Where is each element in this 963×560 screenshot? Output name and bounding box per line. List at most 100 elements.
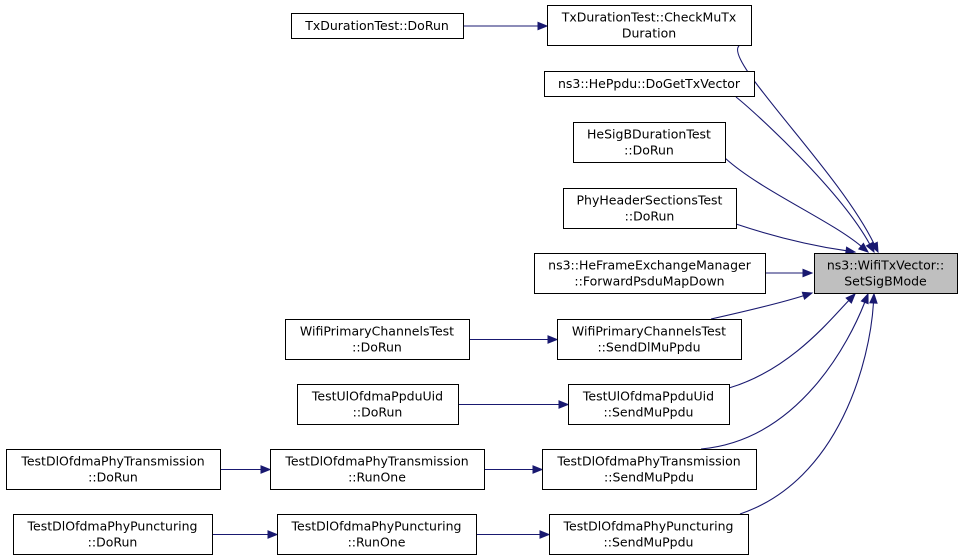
edge-line: [739, 302, 875, 515]
edge-line: [700, 302, 866, 450]
node-label: TestDlOfdmaPhyPuncturing: [291, 519, 462, 534]
node-label: ::DoRun: [352, 340, 402, 355]
edge-line: [724, 157, 862, 247]
edge-heppdu-to-setsigbmode: [735, 96, 875, 254]
node-dltx-runone[interactable]: TestDlOfdmaPhyTransmission::RunOne: [270, 449, 485, 490]
edge-line: [736, 45, 875, 245]
node-label: ::SendDlMuPpdu: [597, 340, 700, 355]
edge-line: [710, 295, 804, 320]
arrowhead-icon: [857, 242, 870, 253]
arrowhead-icon: [547, 335, 559, 344]
edge-wifiprim-send-to-setsigbmode: [710, 291, 814, 320]
node-heframe[interactable]: ns3::HeFrameExchangeManager::ForwardPsdu…: [534, 253, 766, 294]
edge-dltx-send-to-setsigbmode: [700, 292, 869, 450]
node-dltx-send[interactable]: TestDlOfdmaPhyTransmission::SendMuPpdu: [542, 449, 757, 490]
edge-dlpunc-dorun-to-dlpunc-runone: [213, 530, 279, 539]
arrowhead-icon: [845, 293, 856, 304]
node-label: HeSigBDurationTest: [587, 127, 711, 142]
node-box: [534, 253, 766, 294]
node-dlpunc-runone[interactable]: TestDlOfdmaPhyPuncturing::RunOne: [277, 514, 477, 555]
node-label: PhyHeaderSectionsTest: [577, 193, 723, 208]
node-heppdu[interactable]: ns3::HePpdu::DoGetTxVector: [544, 71, 755, 97]
node-label: WifiPrimaryChannelsTest: [572, 324, 726, 339]
node-box: [568, 384, 730, 425]
node-label: ::RunOne: [348, 470, 406, 485]
node-dlpunc-dorun[interactable]: TestDlOfdmaPhyPuncturing::DoRun: [13, 514, 213, 555]
node-label: ::DoRun: [88, 470, 138, 485]
edge-phyheader-to-setsigbmode: [735, 223, 857, 255]
node-dlpunc-send[interactable]: TestDlOfdmaPhyPuncturing::SendMuPpdu: [549, 514, 749, 555]
edge-heframe-to-setsigbmode: [766, 268, 814, 278]
edge-ulofdma-send-to-setsigbmode: [728, 293, 856, 389]
node-box: [285, 319, 470, 360]
node-label: ::SendMuPpdu: [604, 535, 694, 550]
node-label: ::ForwardPsduMapDown: [574, 274, 724, 289]
node-wifiprim-dorun[interactable]: WifiPrimaryChannelsTest::DoRun: [285, 319, 470, 360]
node-box: [557, 319, 742, 360]
arrowhead-icon: [539, 530, 551, 539]
node-label: ::DoRun: [624, 143, 674, 158]
arrowhead-icon: [802, 268, 814, 278]
arrowhead-icon: [260, 465, 272, 474]
node-box: [297, 384, 459, 425]
node-box: [277, 514, 477, 555]
node-box: [6, 449, 221, 490]
arrowhead-icon: [860, 292, 869, 305]
edge-wifiprim-dorun-to-wifiprim-send: [470, 335, 559, 344]
node-label: TestDlOfdmaPhyTransmission: [556, 454, 740, 469]
node-hesigb[interactable]: HeSigBDurationTest::DoRun: [573, 122, 726, 163]
node-label: TxDurationTest::DoRun: [304, 18, 449, 33]
node-label: ::DoRun: [353, 405, 403, 420]
node-label: SetSigBMode: [844, 274, 927, 289]
node-dltx-dorun[interactable]: TestDlOfdmaPhyTransmission::DoRun: [6, 449, 221, 490]
node-setsigbmode[interactable]: ns3::WifiTxVector::SetSigBMode: [814, 253, 958, 294]
arrowhead-icon: [865, 241, 875, 254]
arrowhead-icon: [869, 292, 878, 304]
edge-checkmutx-to-setsigbmode: [736, 45, 879, 254]
node-box: [563, 188, 737, 229]
edge-line: [728, 300, 850, 389]
node-label: Duration: [622, 26, 676, 41]
node-label: TxDurationTest::CheckMuTx: [561, 10, 737, 25]
node-label: TestDlOfdmaPhyTransmission: [284, 454, 468, 469]
node-box: [573, 122, 726, 163]
node-label: ::SendMuPpdu: [604, 470, 694, 485]
node-label: TestDlOfdmaPhyTransmission: [20, 454, 204, 469]
edge-dltx-dorun-to-dltx-runone: [221, 465, 272, 474]
node-phyheader[interactable]: PhyHeaderSectionsTest::DoRun: [563, 188, 737, 229]
edges-layer: [213, 21, 879, 539]
arrowhead-icon: [537, 21, 549, 31]
node-label: ns3::WifiTxVector::: [827, 258, 944, 273]
edge-ulofdma-dorun-to-ulofdma-send: [459, 400, 570, 409]
node-ulofdma-dorun[interactable]: TestUlOfdmaPpduUid::DoRun: [297, 384, 459, 425]
edge-line: [735, 223, 847, 252]
node-wifiprim-send[interactable]: WifiPrimaryChannelsTest::SendDlMuPpdu: [557, 319, 742, 360]
edge-line: [735, 96, 871, 245]
edge-dlpunc-send-to-setsigbmode: [739, 292, 878, 515]
node-txdur-dorun[interactable]: TxDurationTest::DoRun: [291, 13, 464, 39]
node-box: [542, 449, 757, 490]
arrowhead-icon: [267, 530, 279, 539]
node-label: TestDlOfdmaPhyPuncturing: [27, 519, 198, 534]
edge-dltx-runone-to-dltx-send: [485, 465, 544, 474]
node-label: WifiPrimaryChannelsTest: [300, 324, 454, 339]
node-box: [544, 71, 755, 97]
edge-txdur-dorun-to-checkmutx: [464, 21, 549, 31]
node-box: [270, 449, 485, 490]
node-label: ns3::HeFrameExchangeManager: [548, 258, 752, 273]
arrowhead-icon: [801, 291, 814, 301]
node-label: ::DoRun: [88, 535, 138, 550]
node-box: [814, 253, 958, 294]
arrowhead-icon: [532, 465, 544, 474]
node-label: TestUlOfdmaPpduUid: [311, 389, 443, 404]
nodes-layer: ns3::WifiTxVector::SetSigBMode TxDuration…: [6, 5, 958, 555]
edge-dlpunc-runone-to-dlpunc-send: [477, 530, 551, 539]
node-box: [549, 514, 749, 555]
node-label: TestUlOfdmaPpduUid: [582, 389, 714, 404]
node-label: ::RunOne: [348, 535, 406, 550]
node-label: ::SendMuPpdu: [604, 405, 694, 420]
node-label: TestDlOfdmaPhyPuncturing: [563, 519, 734, 534]
node-ulofdma-send[interactable]: TestUlOfdmaPpduUid::SendMuPpdu: [568, 384, 730, 425]
